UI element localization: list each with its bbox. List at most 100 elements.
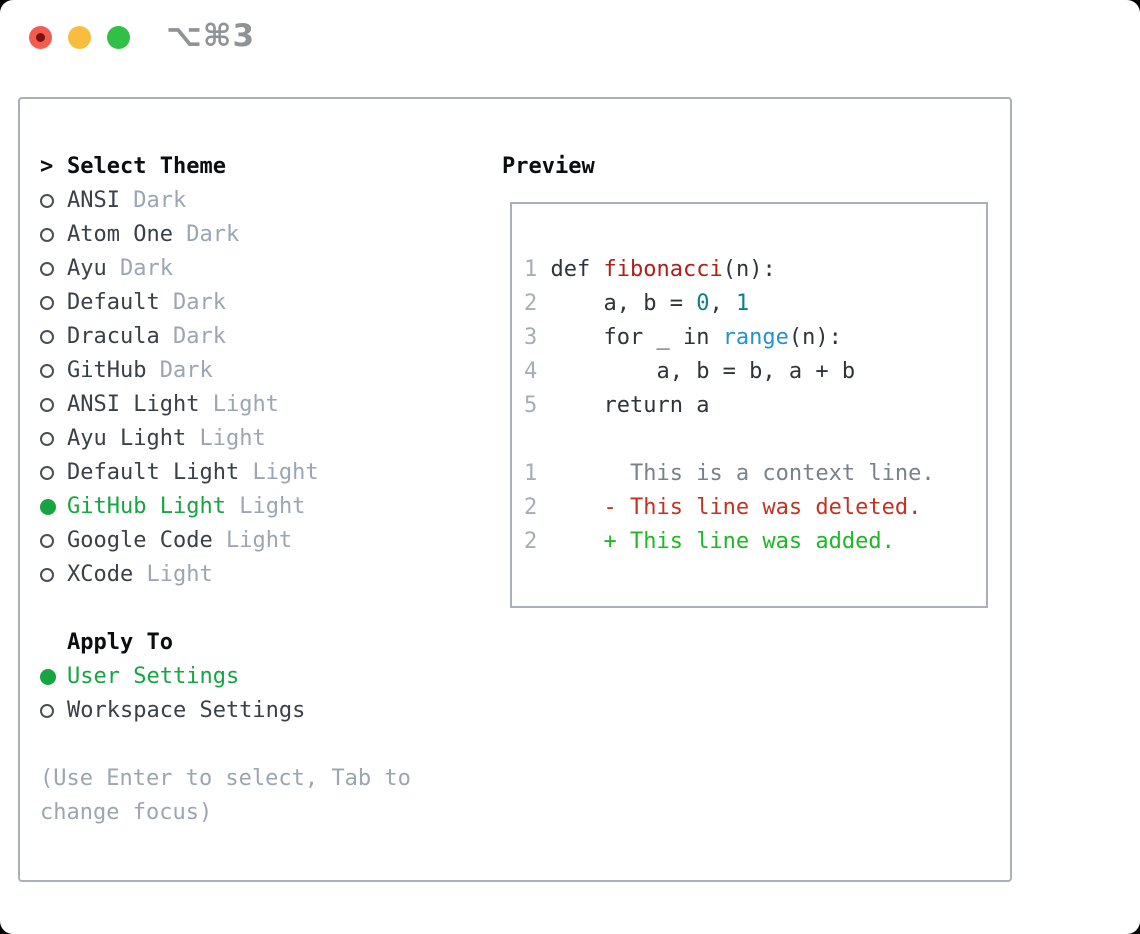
line-number: 1 <box>524 461 551 486</box>
theme-variant-badge: Dark <box>133 188 187 213</box>
theme-item-label: ANSI Light <box>67 392 200 417</box>
radio-unselected-icon <box>40 262 54 276</box>
theme-item-label: GitHub Light <box>67 494 226 519</box>
code-line: 4 a, b = b, a + b <box>524 355 986 389</box>
select-theme-header: > Select Theme <box>40 150 411 184</box>
minimize-icon[interactable] <box>68 26 91 49</box>
code-segment-code: (n): <box>788 325 842 350</box>
code-segment-kw: range <box>722 325 789 350</box>
theme-variant-badge: Light <box>252 460 319 485</box>
zoom-icon[interactable] <box>107 26 130 49</box>
apply-to-title: Apply To <box>67 630 173 655</box>
theme-item-label: Atom One <box>67 222 173 247</box>
spacer <box>40 592 411 626</box>
code-line: 2 a, b = 0, 1 <box>524 287 986 321</box>
radio-unselected-icon <box>40 568 54 582</box>
hint-line-2: change focus) <box>40 800 213 825</box>
apply-item-label: User Settings <box>67 664 240 689</box>
code-segment-context: This is a context line. <box>550 461 935 486</box>
radio-unselected-icon <box>40 466 54 480</box>
theme-variant-badge: Light <box>146 562 213 587</box>
line-number: 3 <box>524 325 551 350</box>
theme-item-label: Default Light <box>67 460 240 485</box>
line-number: 2 <box>524 291 551 316</box>
select-theme-title: Select Theme <box>67 154 226 179</box>
theme-item[interactable]: Default Dark <box>40 286 411 320</box>
radio-selected-icon <box>40 669 56 685</box>
code-line: 3 for _ in range(n): <box>524 321 986 355</box>
radio-unselected-icon <box>40 296 54 310</box>
theme-item[interactable]: ANSI Dark <box>40 184 411 218</box>
theme-item[interactable]: Dracula Dark <box>40 320 411 354</box>
code-line <box>524 423 986 457</box>
code-line: 2 + This line was added. <box>524 525 986 559</box>
theme-item[interactable]: Ayu Light Light <box>40 422 411 456</box>
line-number: 2 <box>524 529 551 554</box>
theme-item[interactable]: Atom One Dark <box>40 218 411 252</box>
code-segment-num: 0 <box>696 291 710 316</box>
theme-item-label: Ayu <box>67 256 107 281</box>
line-number: 1 <box>524 257 551 282</box>
prompt-cursor: > <box>40 154 54 179</box>
code-segment-code: (n): <box>722 257 776 282</box>
radio-unselected-icon <box>40 194 54 208</box>
code-segment-func: fibonacci <box>603 257 723 282</box>
theme-item[interactable]: GitHub Dark <box>40 354 411 388</box>
theme-item-label: GitHub <box>67 358 147 383</box>
code-segment-code: def <box>550 257 604 282</box>
theme-item[interactable]: XCode Light <box>40 558 411 592</box>
code-segment-added: + This line was added. <box>550 529 895 554</box>
theme-item-label: Default <box>67 290 160 315</box>
code-segment-code: , <box>709 291 736 316</box>
theme-variant-badge: Light <box>212 392 279 417</box>
radio-unselected-icon <box>40 534 54 548</box>
close-icon[interactable] <box>29 26 52 49</box>
line-number: 2 <box>524 495 551 520</box>
code-segment-deleted: - This line was deleted. <box>550 495 922 520</box>
theme-variant-badge: Dark <box>172 290 226 315</box>
code-segment-code: a, b = b, a + b <box>550 359 856 384</box>
theme-item[interactable]: Ayu Dark <box>40 252 411 286</box>
radio-unselected-icon <box>40 704 54 718</box>
radio-unselected-icon <box>40 330 54 344</box>
code-line: 1 def fibonacci(n): <box>524 253 986 287</box>
apply-item-label: Workspace Settings <box>67 698 306 723</box>
theme-item[interactable]: Google Code Light <box>40 524 411 558</box>
theme-item-label: XCode <box>67 562 134 587</box>
code-line: 5 return a <box>524 389 986 423</box>
theme-variant-badge: Dark <box>186 222 240 247</box>
radio-unselected-icon <box>40 364 54 378</box>
theme-item-label: Ayu Light <box>67 426 187 451</box>
theme-variant-badge: Light <box>199 426 266 451</box>
theme-item-label: Google Code <box>67 528 213 553</box>
theme-item-label: Dracula <box>67 324 160 349</box>
code-segment-code: a, b = <box>550 291 697 316</box>
code-line: 2 - This line was deleted. <box>524 491 986 525</box>
code-line: 1 This is a context line. <box>524 457 986 491</box>
preview-title: Preview <box>502 154 595 179</box>
apply-item[interactable]: Workspace Settings <box>40 694 411 728</box>
code-segment-code: return a <box>550 393 710 418</box>
radio-unselected-icon <box>40 432 54 446</box>
titlebar: ⌥⌘3 <box>0 0 1140 97</box>
window-shortcut-label: ⌥⌘3 <box>166 18 256 54</box>
apply-item[interactable]: User Settings <box>40 660 411 694</box>
theme-item[interactable]: ANSI Light Light <box>40 388 411 422</box>
radio-unselected-icon <box>40 228 54 242</box>
theme-variant-badge: Light <box>239 494 306 519</box>
line-number: 4 <box>524 359 551 384</box>
theme-item[interactable]: GitHub Light Light <box>40 490 411 524</box>
radio-selected-icon <box>40 499 56 515</box>
hint-line-1: (Use Enter to select, Tab to <box>40 766 411 791</box>
theme-variant-badge: Dark <box>120 256 173 281</box>
apply-to-header: Apply To <box>40 626 411 660</box>
theme-variant-badge: Light <box>225 528 293 553</box>
theme-item[interactable]: Default Light Light <box>40 456 411 490</box>
theme-variant-badge: Dark <box>172 324 226 349</box>
